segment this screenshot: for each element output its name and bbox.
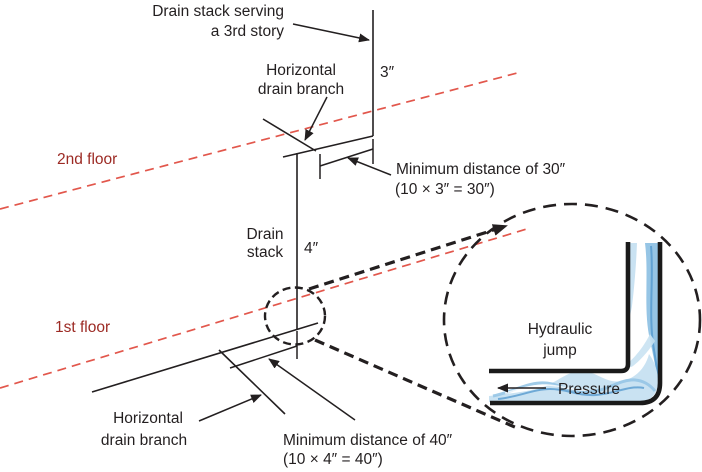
callout-line-lower <box>314 338 518 430</box>
dim-30-line <box>319 148 374 167</box>
label-branch-1st-line2: drain branch <box>101 432 187 449</box>
label-pressure: Pressure <box>558 381 620 398</box>
leader-drain-stack-serving <box>292 23 370 43</box>
label-hydraulic-jump-line1: Hydraulic <box>528 321 593 338</box>
label-min-40-line2: (10 × 4″ = 40″) <box>283 451 383 468</box>
leader-branch-2nd <box>304 96 328 141</box>
label-1st-floor: 1st floor <box>55 319 110 336</box>
detail-circle-large <box>442 202 702 438</box>
floor-line-1st <box>0 227 531 389</box>
leader-min-40 <box>268 358 356 421</box>
leader-min-30 <box>347 157 392 176</box>
label-drain-stack-serving-line1: Drain stack serving <box>152 3 284 20</box>
pipe-building-drain <box>91 322 319 393</box>
label-4in-diameter: 4″ <box>304 240 319 257</box>
label-branch-1st-line1: Horizontal <box>113 410 183 427</box>
inset-pipe-inner-wall <box>489 242 631 374</box>
label-2nd-floor: 2nd floor <box>57 151 117 168</box>
label-min-30-line2: (10 × 3″ = 30″) <box>395 181 495 198</box>
label-drain-stack-line1: Drain <box>246 226 283 243</box>
pipe-offset-2nd <box>282 135 374 158</box>
inset-pipe-outer-wall <box>490 242 663 406</box>
label-min-30-line1: Minimum distance of 30″ <box>396 161 566 178</box>
pipe-branch-1st <box>218 349 286 415</box>
label-min-40-line1: Minimum distance of 40″ <box>283 432 453 449</box>
callout-line-upper <box>308 224 508 291</box>
detail-circle-small <box>263 286 327 346</box>
label-branch-2nd-line1: Horizontal <box>266 62 336 79</box>
label-branch-2nd-line2: drain branch <box>258 81 344 98</box>
label-hydraulic-jump-line2: jump <box>542 342 577 359</box>
label-drain-stack-serving-line2: a 3rd story <box>211 23 284 40</box>
dim-40-line <box>229 345 298 369</box>
leader-branch-1st <box>198 394 262 422</box>
label-drain-stack-line2: stack <box>247 244 283 261</box>
pipe-branch-2nd <box>262 118 317 152</box>
label-3in-diameter: 3″ <box>380 64 395 81</box>
